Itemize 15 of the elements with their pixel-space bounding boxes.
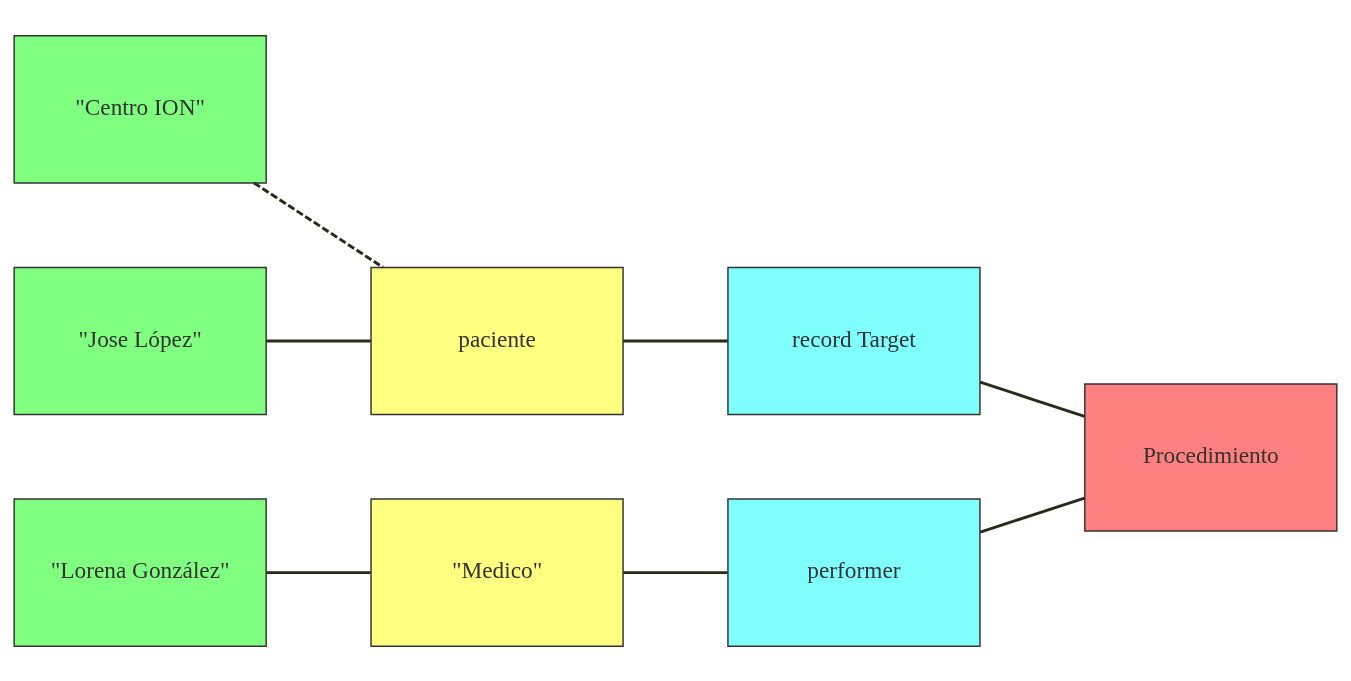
- node-box: "Centro ION": [13, 34, 267, 184]
- connector: [623, 339, 728, 342]
- node-box: performer: [727, 497, 981, 647]
- node-box: paciente: [370, 266, 624, 415]
- node-box: "Medico": [370, 497, 624, 647]
- node-box: "Jose López": [13, 266, 267, 415]
- connector: [623, 570, 728, 574]
- connector: [979, 496, 1085, 533]
- node-box: Procedimiento: [1084, 382, 1338, 532]
- node-box: record Target: [727, 266, 981, 415]
- connector: [266, 570, 371, 574]
- connector: [253, 181, 384, 268]
- connector: [979, 380, 1085, 418]
- node-box: "Lorena González": [13, 497, 267, 647]
- connector: [266, 339, 371, 342]
